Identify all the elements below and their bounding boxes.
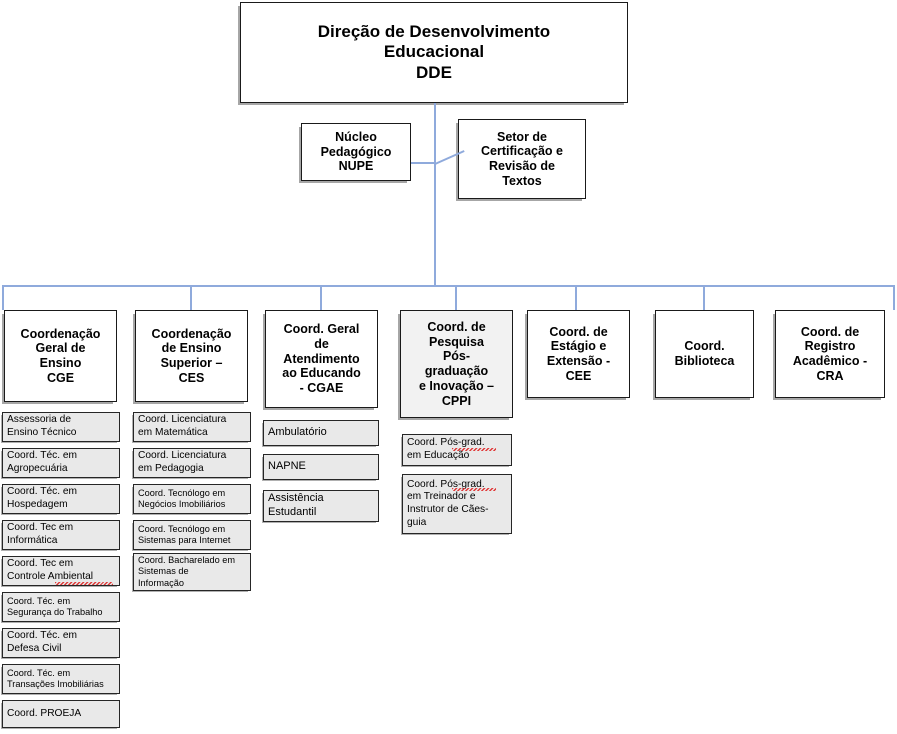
node-cge[interactable]: Coordenação Geral de Ensino CGE: [4, 310, 117, 402]
list-item-label: Coord. Téc. em Segurança do Trabalho: [7, 595, 103, 618]
node-label: Setor de Certificação e Revisão de Texto…: [481, 129, 563, 188]
list-item-label: NAPNE: [268, 460, 306, 473]
connector-nupe: [411, 162, 435, 164]
node-label: Coord. de Registro Acadêmico - CRA: [792, 324, 868, 383]
list-item-label: Assistência Estudantil: [268, 492, 324, 518]
list-item[interactable]: Coord. Téc. em Hospedagem: [2, 484, 120, 514]
node-label: Coord. Biblioteca: [674, 339, 735, 368]
node-label: Coord. de Pesquisa Pós- graduação e Inov…: [418, 319, 495, 408]
spellcheck-underline: [452, 488, 496, 491]
node-label: Coord. de Estágio e Extensão - CEE: [546, 324, 611, 383]
list-item-label: Coord. Téc. em Defesa Civil: [7, 630, 78, 654]
node-ces[interactable]: Coordenação de Ensino Superior – CES: [135, 310, 248, 402]
list-item-label: Coord. Licenciatura em Matemática: [138, 414, 227, 438]
list-item[interactable]: Coord. Bacharelado em Sistemas de Inform…: [133, 553, 251, 591]
list-item[interactable]: Coord. Licenciatura em Pedagogia: [133, 448, 251, 478]
connector-drop-col2: [190, 286, 192, 310]
list-item-label: Coord. PROEJA: [7, 707, 82, 719]
list-item-label: Coord. Téc. em Hospedagem: [7, 486, 78, 510]
node-nupe[interactable]: Núcleo Pedagógico NUPE: [301, 123, 411, 181]
list-item-label: Coord. Tec em Controle Ambiental: [7, 558, 94, 582]
node-label: Coordenação Geral de Ensino CGE: [20, 326, 101, 385]
list-item-label: Coord. Tecnólogo em Negócios Imobiliário…: [138, 487, 226, 510]
list-item[interactable]: Coord. Téc. em Agropecuária: [2, 448, 120, 478]
list-item-label: Coord. Téc. em Agropecuária: [7, 450, 78, 474]
node-cra[interactable]: Coord. de Registro Acadêmico - CRA: [775, 310, 885, 398]
node-dde-root[interactable]: Direção de Desenvolvimento Educacional D…: [240, 2, 628, 103]
connector-drop-col3: [320, 286, 322, 310]
list-item-label: Ambulatório: [268, 426, 327, 439]
list-item[interactable]: Assistência Estudantil: [263, 490, 379, 522]
node-cgae[interactable]: Coord. Geral de Atendimento ao Educando …: [265, 310, 378, 408]
node-label: Coordenação de Ensino Superior – CES: [151, 326, 232, 385]
list-item[interactable]: Coord. Téc. em Defesa Civil: [2, 628, 120, 658]
list-item-label: Assessoria de Ensino Técnico: [7, 414, 77, 438]
node-label: Coord. Geral de Atendimento ao Educando …: [282, 322, 361, 396]
list-item-label: Coord. Tec em Informática: [7, 522, 74, 546]
node-cee[interactable]: Coord. de Estágio e Extensão - CEE: [527, 310, 630, 398]
connector-drop-col4: [455, 286, 457, 310]
list-item-label: Coord. Pós-grad. em Educação: [407, 437, 485, 461]
connector-root-trunk: [434, 103, 436, 286]
list-item[interactable]: Coord. PROEJA: [2, 700, 120, 728]
list-item-label: Coord. Téc. em Transações Imobiliárias: [7, 667, 104, 690]
list-item-label: Coord. Bacharelado em Sistemas de Inform…: [138, 554, 236, 588]
list-item[interactable]: Assessoria de Ensino Técnico: [2, 412, 120, 442]
connector-drop-col6: [703, 286, 705, 310]
list-item[interactable]: Coord. Licenciatura em Matemática: [133, 412, 251, 442]
list-item[interactable]: Coord. Tec em Controle Ambiental: [2, 556, 120, 586]
spellcheck-underline: [55, 582, 113, 585]
spellcheck-underline: [452, 448, 496, 451]
list-item[interactable]: Coord. Téc. em Segurança do Trabalho: [2, 592, 120, 622]
connector-drop-col1: [2, 286, 4, 310]
connector-drop-col7: [893, 286, 895, 310]
list-item[interactable]: Coord. Tec em Informática: [2, 520, 120, 550]
list-item[interactable]: Coord. Tecnólogo em Negócios Imobiliário…: [133, 484, 251, 514]
node-label: Direção de Desenvolvimento Educacional D…: [317, 22, 551, 82]
list-item-label: Coord. Tecnólogo em Sistemas para Intern…: [138, 523, 231, 546]
node-cppi[interactable]: Coord. de Pesquisa Pós- graduação e Inov…: [400, 310, 513, 418]
list-item[interactable]: Coord. Téc. em Transações Imobiliárias: [2, 664, 120, 694]
connector-bus: [2, 285, 895, 287]
connector-drop-col5: [575, 286, 577, 310]
node-biblioteca[interactable]: Coord. Biblioteca: [655, 310, 754, 398]
list-item[interactable]: Coord. Pós-grad. em Treinador e Instruto…: [402, 474, 512, 534]
list-item[interactable]: NAPNE: [263, 454, 379, 480]
list-item[interactable]: Coord. Tecnólogo em Sistemas para Intern…: [133, 520, 251, 550]
list-item-label: Coord. Pós-grad. em Treinador e Instruto…: [407, 478, 489, 528]
node-setor-certificacao[interactable]: Setor de Certificação e Revisão de Texto…: [458, 119, 586, 199]
list-item[interactable]: Ambulatório: [263, 420, 379, 446]
node-label: Núcleo Pedagógico NUPE: [320, 129, 392, 174]
list-item-label: Coord. Licenciatura em Pedagogia: [138, 450, 227, 474]
